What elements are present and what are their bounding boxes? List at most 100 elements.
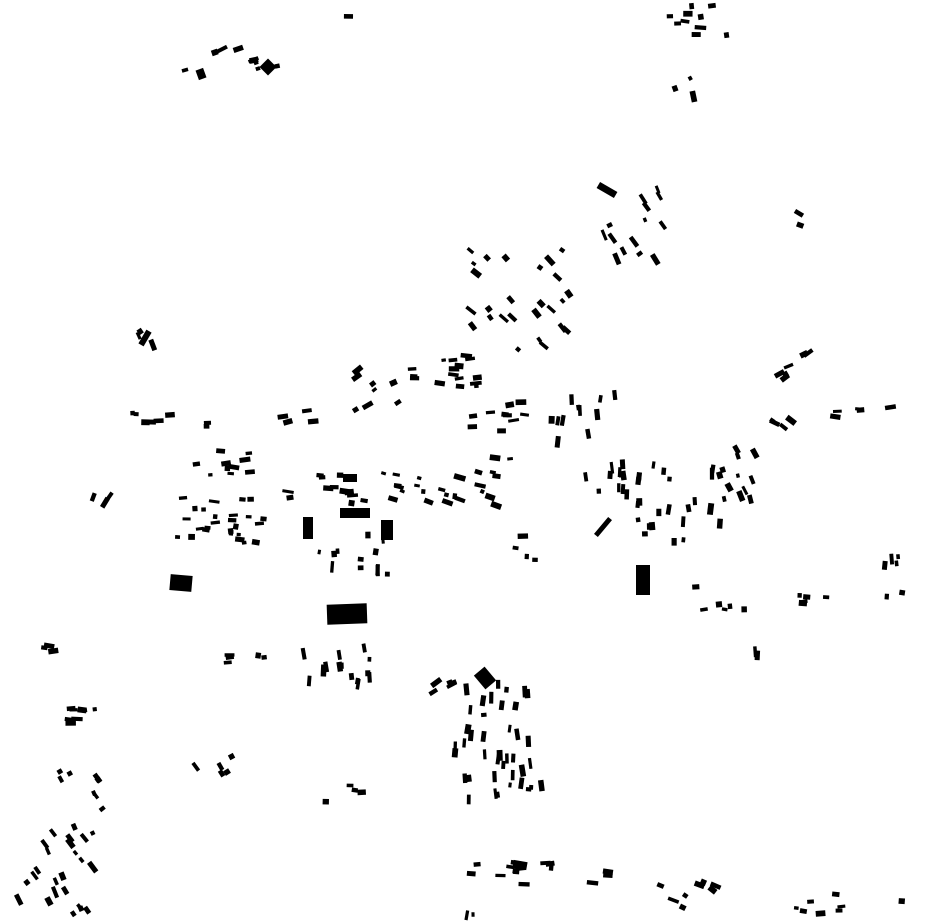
building xyxy=(351,364,364,376)
building xyxy=(23,878,31,887)
building xyxy=(204,525,211,530)
building xyxy=(619,246,628,256)
building xyxy=(569,394,574,405)
building xyxy=(641,201,652,213)
building xyxy=(495,753,501,765)
building xyxy=(514,346,522,353)
building xyxy=(443,492,450,498)
building xyxy=(234,536,245,543)
building xyxy=(508,782,512,788)
building xyxy=(244,469,256,475)
building xyxy=(661,467,667,475)
building xyxy=(365,531,371,539)
building xyxy=(656,508,662,517)
building xyxy=(346,783,354,788)
building xyxy=(648,521,656,531)
building xyxy=(736,489,746,502)
building xyxy=(658,220,668,231)
building xyxy=(375,564,380,576)
building xyxy=(473,861,481,867)
building xyxy=(371,386,378,393)
building xyxy=(330,560,335,573)
building xyxy=(692,496,698,506)
building xyxy=(133,412,139,417)
building xyxy=(474,384,479,389)
building xyxy=(227,527,234,535)
building xyxy=(583,472,589,482)
building xyxy=(47,647,59,655)
building xyxy=(65,837,76,850)
building xyxy=(336,472,344,478)
building xyxy=(538,340,549,351)
building xyxy=(409,375,420,381)
building xyxy=(52,877,59,886)
building xyxy=(889,553,895,565)
building xyxy=(564,288,574,299)
building xyxy=(228,513,238,518)
building xyxy=(434,379,446,387)
building xyxy=(367,671,372,683)
building xyxy=(505,401,515,409)
building xyxy=(57,775,65,784)
building xyxy=(507,312,518,323)
building xyxy=(92,772,103,784)
building xyxy=(317,549,322,555)
building xyxy=(83,905,92,915)
building xyxy=(559,297,566,304)
building xyxy=(479,695,487,707)
building xyxy=(896,554,901,560)
building xyxy=(600,229,608,241)
building xyxy=(783,362,794,370)
building xyxy=(470,260,477,267)
building xyxy=(472,374,483,381)
building xyxy=(232,523,239,530)
building xyxy=(286,494,294,501)
building xyxy=(465,356,476,362)
building xyxy=(641,531,648,537)
building xyxy=(316,472,324,478)
building xyxy=(468,413,478,419)
building xyxy=(33,865,42,875)
building xyxy=(793,906,799,910)
building xyxy=(453,741,458,750)
building xyxy=(693,880,706,890)
building xyxy=(617,483,621,493)
building xyxy=(249,56,259,64)
building xyxy=(687,75,693,81)
building xyxy=(691,32,701,37)
building xyxy=(894,560,899,567)
building xyxy=(498,313,510,324)
building xyxy=(79,832,89,843)
building xyxy=(493,788,498,800)
building xyxy=(697,13,704,21)
building xyxy=(636,498,643,506)
building xyxy=(707,884,718,895)
building xyxy=(709,881,722,890)
building xyxy=(65,833,75,844)
building xyxy=(331,550,338,558)
building xyxy=(335,548,340,554)
building xyxy=(524,553,530,560)
building xyxy=(529,784,534,790)
building xyxy=(484,304,493,313)
building xyxy=(164,411,175,418)
building xyxy=(829,413,841,420)
building xyxy=(518,881,530,887)
building xyxy=(393,483,402,488)
building xyxy=(606,222,613,229)
building xyxy=(620,483,626,495)
building xyxy=(594,408,601,421)
building xyxy=(723,32,730,39)
building xyxy=(612,389,618,401)
building xyxy=(510,753,516,763)
building xyxy=(236,532,241,537)
building xyxy=(78,856,85,864)
building xyxy=(245,451,253,456)
building xyxy=(414,483,421,488)
building xyxy=(462,738,467,748)
building xyxy=(665,503,672,515)
building xyxy=(195,67,207,81)
building xyxy=(215,448,226,454)
building xyxy=(496,679,501,689)
